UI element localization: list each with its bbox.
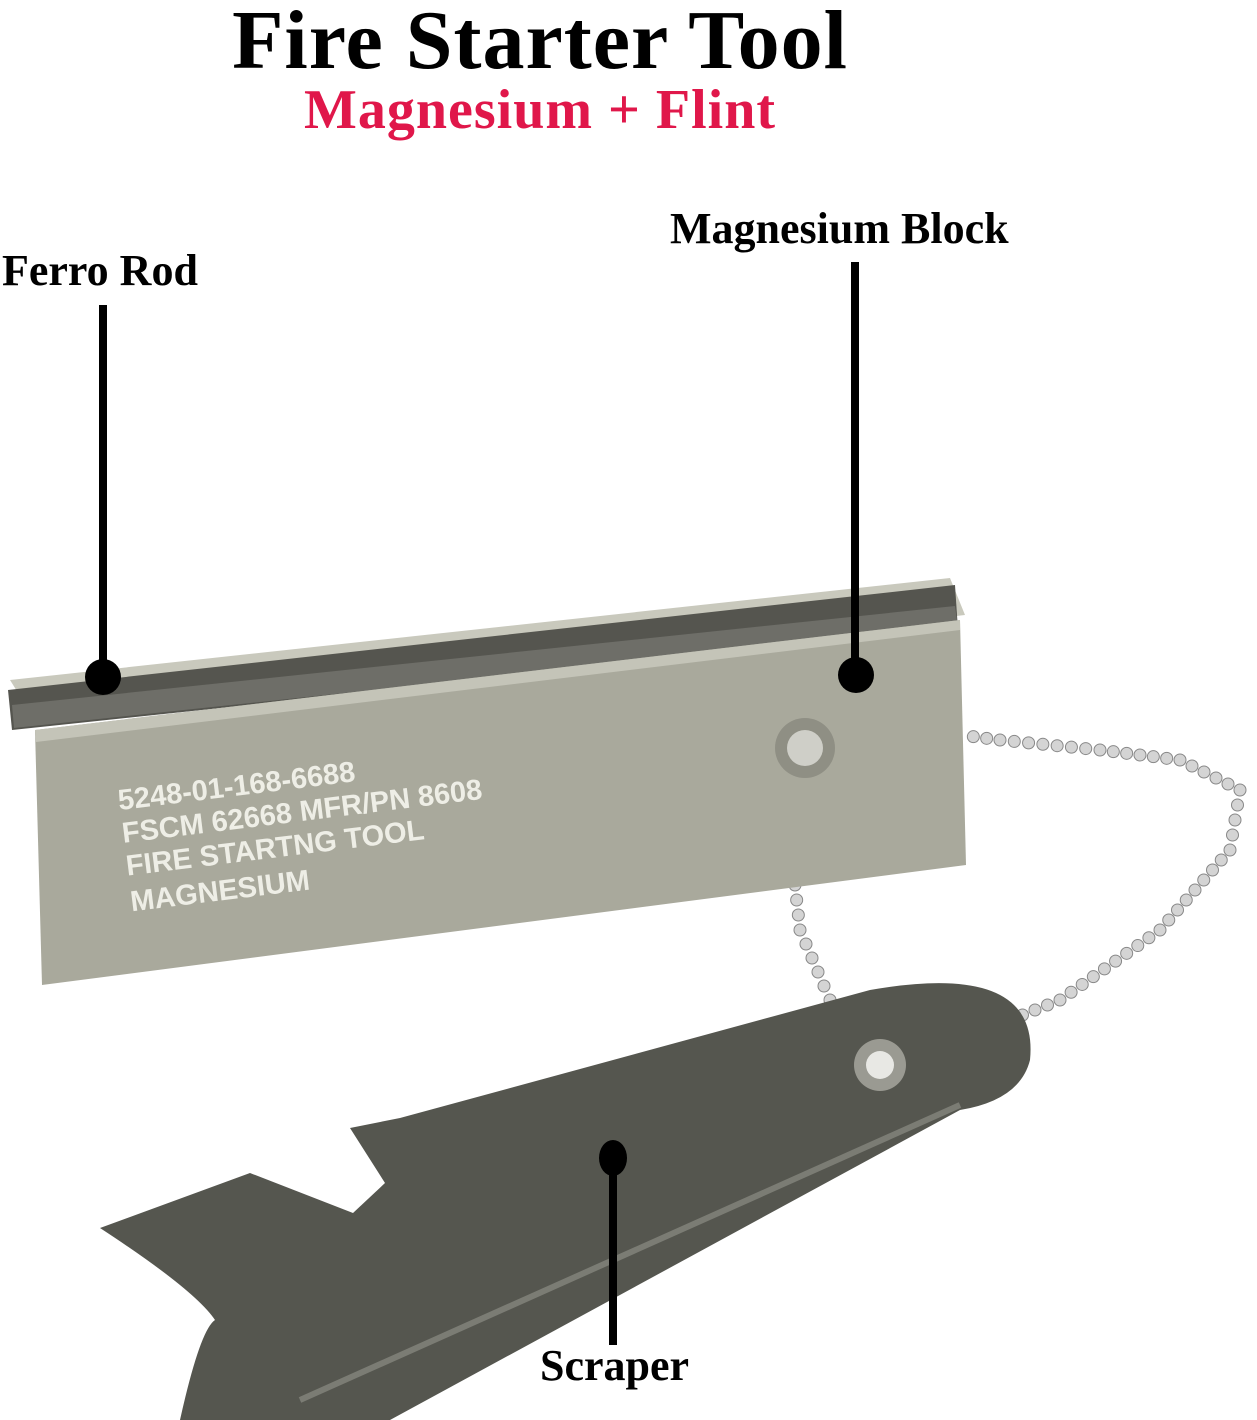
chain-bead xyxy=(1146,750,1160,764)
chain-bead xyxy=(790,893,804,907)
chain-bead xyxy=(791,908,805,922)
chain-bead xyxy=(1179,893,1193,907)
page-title: Fire Starter Tool xyxy=(232,0,848,87)
chain-bead xyxy=(1079,742,1093,756)
ferro-rod-label: Ferro Rod xyxy=(2,246,198,295)
chain-bead xyxy=(1106,745,1120,759)
chain-bead xyxy=(1131,939,1145,953)
chain-bead xyxy=(1142,931,1156,945)
chain-bead xyxy=(1120,946,1134,960)
callout-scraper xyxy=(599,1140,627,1345)
chain-bead xyxy=(811,965,825,979)
chain-bead xyxy=(1197,765,1211,779)
chain-bead xyxy=(1064,985,1078,999)
scraper-label: Scraper xyxy=(540,1341,690,1390)
chain-bead xyxy=(993,733,1007,747)
chain-bead xyxy=(1093,743,1107,757)
page-subtitle: Magnesium + Flint xyxy=(303,79,777,141)
chain-bead xyxy=(1160,751,1174,765)
chain-bead xyxy=(793,923,807,937)
chain-bead xyxy=(1209,771,1223,785)
chain-bead xyxy=(1228,813,1242,827)
magnesium-block-label: Magnesium Block xyxy=(670,204,1009,253)
chain-bead xyxy=(1133,748,1147,762)
chain-bead xyxy=(1221,777,1235,791)
chain-bead xyxy=(1064,740,1078,754)
chain-bead xyxy=(980,731,994,745)
chain-bead xyxy=(1226,828,1239,842)
callout-ferro-rod xyxy=(85,305,121,695)
chain-bead xyxy=(1188,883,1202,897)
chain-bead xyxy=(966,730,980,744)
chain-bead xyxy=(1206,863,1219,877)
magnesium-block: 5248-01-168-6688 FSCM 62668 MFR/PN 8608 … xyxy=(8,578,966,985)
chain-bead xyxy=(1120,746,1134,760)
chain-bead xyxy=(1075,977,1089,991)
chain-bead xyxy=(1050,739,1064,753)
chain-bead xyxy=(1197,873,1211,887)
chain-bead xyxy=(1053,993,1067,1007)
chain-bead xyxy=(1214,853,1228,867)
chain-bead xyxy=(1041,998,1054,1012)
chain-bead xyxy=(1086,970,1100,984)
scraper xyxy=(100,983,1031,1420)
chain-bead xyxy=(799,937,813,951)
chain-bead xyxy=(1173,753,1187,767)
callout-magnesium-block xyxy=(838,262,874,693)
chain-bead xyxy=(805,951,819,965)
chain-bead xyxy=(1185,759,1199,773)
chain-bead xyxy=(1223,843,1237,857)
chain-bead xyxy=(817,979,831,993)
chain-bead xyxy=(1109,954,1123,968)
chain-bead xyxy=(1007,734,1021,748)
chain-bead xyxy=(1162,913,1176,927)
chain-bead xyxy=(1022,736,1036,750)
chain-bead xyxy=(1233,783,1247,797)
chain-bead xyxy=(1036,737,1050,751)
chain-bead xyxy=(1097,962,1111,976)
chain-bead xyxy=(1231,798,1244,812)
chain-bead xyxy=(1153,923,1167,937)
chain-bead xyxy=(1028,1003,1042,1017)
chain-bead xyxy=(1171,903,1184,917)
